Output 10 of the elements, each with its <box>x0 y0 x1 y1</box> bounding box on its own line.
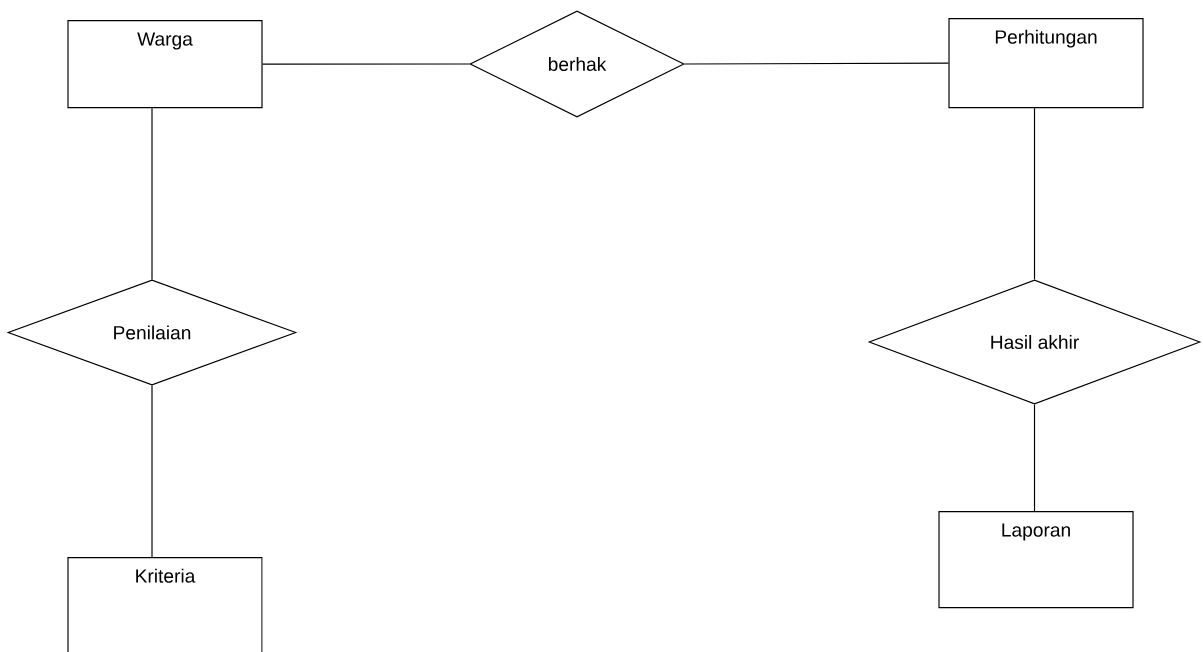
connector-line <box>684 62 949 65</box>
entity-box: Warga <box>67 20 263 109</box>
connector-line <box>262 63 470 65</box>
entity-box: Kriteria <box>67 557 263 652</box>
connector-line <box>1033 107 1036 280</box>
entity-box: Laporan <box>938 511 1134 609</box>
connector-line <box>151 385 153 558</box>
entity-box: Perhitungan <box>948 18 1144 109</box>
connector-line <box>1033 404 1036 512</box>
connector-line <box>151 107 153 280</box>
